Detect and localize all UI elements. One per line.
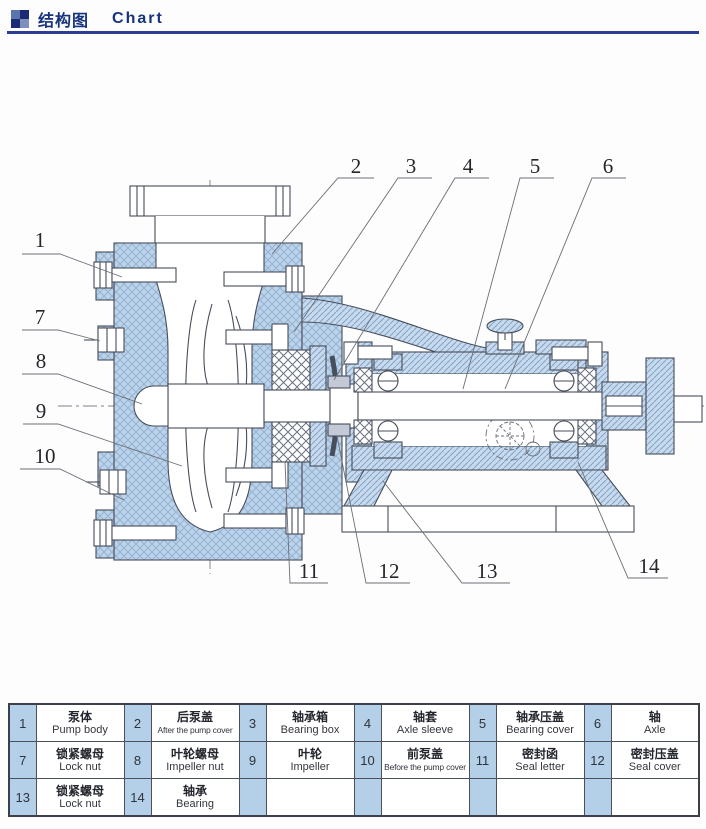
seal-housing — [271, 345, 340, 467]
callout-4: 4 — [463, 154, 474, 178]
cover-bolt-bottom — [223, 507, 305, 535]
gland-bolt-top — [225, 323, 289, 351]
cover-bolt-top — [223, 265, 305, 293]
part-number: 2 — [123, 703, 152, 742]
discharge-flange — [129, 185, 291, 243]
part-number: 11 — [468, 741, 497, 779]
gland-bolt-bottom — [225, 461, 289, 489]
page-title-zh: 结构图 — [38, 13, 90, 30]
casing-bolt-bottom-left — [93, 519, 177, 547]
part-name — [380, 778, 470, 817]
part-number: 12 — [583, 741, 612, 779]
callout-13: 13 — [477, 559, 498, 583]
part-number: 14 — [123, 778, 152, 817]
grid-logo-icon — [11, 10, 29, 28]
part-number: 5 — [468, 703, 497, 742]
callout-8: 8 — [36, 349, 47, 373]
impeller-nut — [133, 385, 169, 427]
part-number: 4 — [353, 703, 382, 742]
casing-nut-lower — [86, 469, 127, 495]
callout-2: 2 — [351, 154, 362, 178]
callout-7: 7 — [35, 305, 46, 329]
callout-14: 14 — [639, 554, 661, 578]
lock-nut-top — [327, 375, 351, 389]
callout-leaders — [20, 177, 668, 584]
part-number: 6 — [583, 703, 612, 742]
page-header: 结构图 Chart — [0, 0, 706, 40]
callout-numbers: 1 2 3 4 5 6 7 8 9 10 11 12 13 14 — [35, 154, 661, 583]
callout-12: 12 — [379, 559, 400, 583]
part-number — [353, 778, 382, 817]
part-number: 8 — [123, 741, 152, 779]
header-rule — [7, 31, 699, 34]
callout-10: 10 — [35, 444, 56, 468]
part-number: 3 — [238, 703, 267, 742]
part-name — [495, 778, 585, 817]
callout-3: 3 — [406, 154, 417, 178]
pump-structure-drawing: 1 2 3 4 5 6 7 8 9 10 11 12 13 14 — [20, 154, 704, 584]
part-number: 9 — [238, 741, 267, 779]
bearing-cover-bolt-right — [551, 341, 603, 367]
callout-6: 6 — [603, 154, 614, 178]
callout-11: 11 — [299, 559, 319, 583]
casing-nut-upper — [84, 327, 125, 353]
part-number — [238, 778, 267, 817]
part-number — [468, 778, 497, 817]
part-number: 10 — [353, 741, 382, 779]
part-number: 1 — [8, 703, 37, 742]
shaft — [133, 375, 613, 437]
part-name — [265, 778, 355, 817]
oil-level-indicator — [485, 411, 541, 461]
bolts — [84, 261, 603, 547]
callout-9: 9 — [36, 399, 47, 423]
part-name — [610, 778, 700, 817]
shaft-coupling — [601, 357, 703, 455]
part-number: 7 — [8, 741, 37, 779]
callout-5: 5 — [530, 154, 541, 178]
page-title-en: Chart — [112, 10, 164, 27]
base-foot — [341, 469, 635, 533]
bearing-cover-bolt-left — [343, 341, 393, 365]
lock-nut-bottom — [327, 423, 351, 437]
oil-cap — [486, 318, 524, 351]
part-number — [583, 778, 612, 817]
part-number: 13 — [8, 778, 37, 817]
callout-1: 1 — [35, 228, 46, 252]
